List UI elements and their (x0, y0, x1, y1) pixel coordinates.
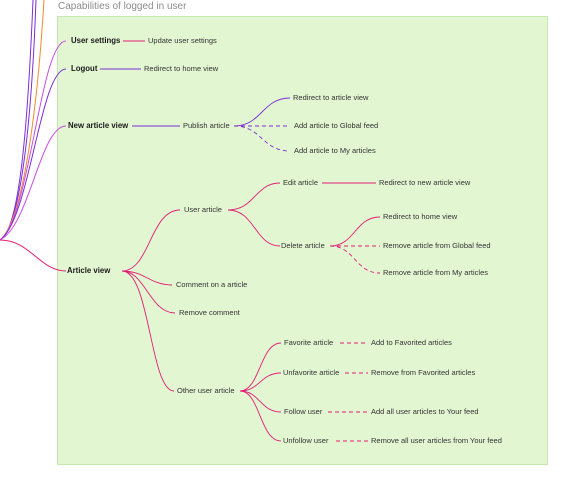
node-add-your-feed[interactable]: Add all user articles to Your feed (371, 407, 479, 416)
frame-title: Capabilities of logged in user (58, 1, 187, 12)
link-delete-redirect-home (329, 216, 381, 247)
link-article-view-user-article (121, 209, 181, 272)
node-follow-user[interactable]: Follow user (284, 407, 323, 416)
node-favorite-article[interactable]: Favorite article (284, 338, 334, 347)
link-article-view-remove-comment (121, 270, 176, 314)
root-link-user-settings (0, 40, 67, 241)
link-delete-remove-my (329, 245, 381, 274)
node-remove-comment[interactable]: Remove comment (179, 308, 240, 317)
link-publish-my (233, 125, 291, 152)
root-link-top-orange (0, 0, 45, 241)
node-comment-on-article[interactable]: Comment on a article (176, 280, 248, 289)
pink-links (121, 40, 381, 442)
node-redirect-article-view[interactable]: Redirect to article view (293, 93, 369, 102)
node-delete-article[interactable]: Delete article (281, 241, 325, 250)
node-remove-my-articles[interactable]: Remove article from My articles (383, 268, 489, 277)
link-publish-redirect (233, 97, 291, 127)
link-other-follow (239, 390, 282, 413)
node-article-view[interactable]: Article view (67, 266, 111, 275)
node-add-global-feed[interactable]: Add article to Global feed (294, 121, 379, 130)
node-remove-favorited[interactable]: Remove from Favorited articles (371, 368, 476, 377)
link-other-favorite (239, 342, 282, 392)
link-other-unfavorite (239, 372, 282, 392)
node-add-favorited[interactable]: Add to Favorited articles (371, 338, 452, 347)
root-link-logout (0, 68, 67, 241)
node-edit-article[interactable]: Edit article (283, 178, 319, 187)
node-user-settings[interactable]: User settings (71, 36, 121, 45)
node-remove-global-feed[interactable]: Remove article from Global feed (383, 241, 491, 250)
node-update-user-settings[interactable]: Update user settings (148, 36, 217, 45)
purple-links (100, 68, 291, 152)
node-other-user-article[interactable]: Other user article (177, 386, 235, 395)
node-logout[interactable]: Logout (71, 64, 98, 73)
node-redirect-home-2[interactable]: Redirect to home view (383, 212, 458, 221)
node-unfollow-user[interactable]: Unfollow user (283, 436, 329, 445)
node-redirect-home-1[interactable]: Redirect to home view (144, 64, 219, 73)
node-redirect-new-article-view[interactable]: Redirect to new article view (379, 178, 471, 187)
root-branches (0, 0, 67, 272)
node-unfavorite-article[interactable]: Unfavorite article (283, 368, 340, 377)
node-user-article[interactable]: User article (184, 205, 222, 214)
link-article-view-other-user (121, 270, 175, 392)
node-publish-article[interactable]: Publish article (183, 121, 230, 130)
node-add-my-articles[interactable]: Add article to My articles (294, 146, 376, 155)
capabilities-frame (57, 16, 548, 465)
root-link-article-view (0, 239, 67, 272)
node-remove-your-feed[interactable]: Remove all user articles from Your feed (371, 436, 502, 445)
link-user-article-edit (227, 182, 281, 211)
root-link-new-article (0, 125, 67, 241)
link-user-article-delete (227, 209, 281, 247)
node-new-article-view[interactable]: New article view (68, 121, 129, 130)
link-other-unfollow (239, 390, 282, 442)
